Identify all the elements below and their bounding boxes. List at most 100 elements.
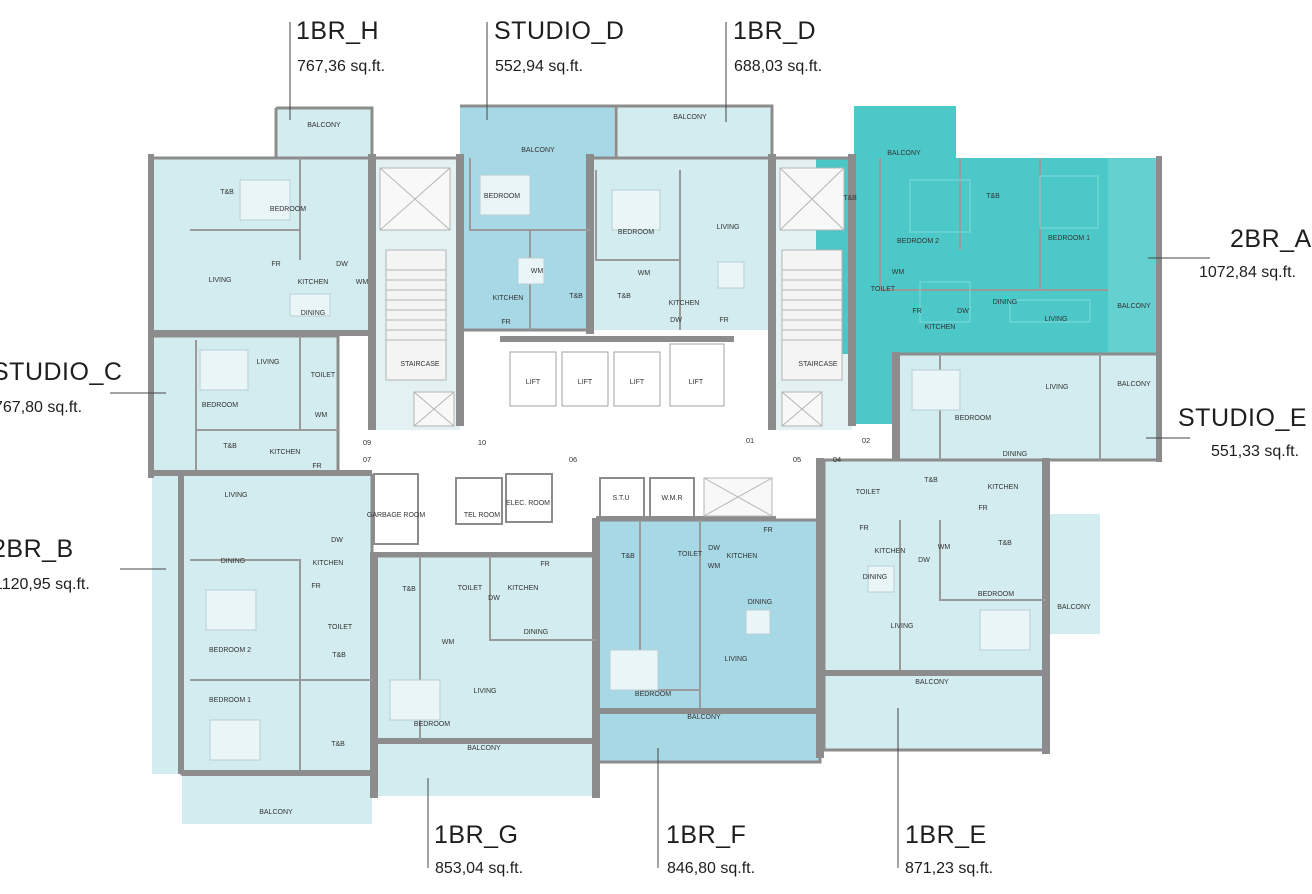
room-label: LIVING <box>474 688 497 695</box>
room-label: BEDROOM 2 <box>897 238 939 245</box>
room-label: BALCONY <box>687 714 721 721</box>
corridor-number: 10 <box>478 438 486 447</box>
unit-1br-f[interactable] <box>596 520 820 762</box>
lift-1 <box>509 351 557 407</box>
room-label: TOILET <box>458 585 483 592</box>
room-label: KITCHEN <box>298 279 329 286</box>
room-label: DINING <box>524 629 549 636</box>
room-labels: BALCONY BALCONY BALCONY BALCONY BALCONY … <box>202 114 1151 816</box>
room-label: DW <box>957 308 969 315</box>
lift-3 <box>613 351 661 407</box>
room-label: KITCHEN <box>727 553 758 560</box>
balcony-1br-g <box>374 742 596 796</box>
lift-group <box>509 343 725 407</box>
room-label: BEDROOM <box>955 415 991 422</box>
room-label: T&B <box>924 477 938 484</box>
room-label: BALCONY <box>1117 381 1151 388</box>
room-label: BEDROOM <box>414 721 450 728</box>
room-label: BALCONY <box>467 745 501 752</box>
corridor-numbers: 09 10 01 02 07 06 05 04 <box>363 436 870 464</box>
room-label: LIVING <box>717 224 740 231</box>
room-label: BEDROOM <box>202 402 238 409</box>
room-label: LIVING <box>1045 316 1068 323</box>
room-label: TOILET <box>311 372 336 379</box>
unit-area-1br-d: 688,03 sq.ft. <box>734 58 823 75</box>
room-label: GARBAGE ROOM <box>367 512 426 519</box>
unit-area-2br-a: 1072,84 sq.ft. <box>1199 264 1296 281</box>
room-label: LIFT <box>526 379 541 386</box>
room-label: DW <box>336 261 348 268</box>
unit-2br-b[interactable] <box>152 476 372 774</box>
room-label: BEDROOM <box>635 691 671 698</box>
room-label: BALCONY <box>307 122 341 129</box>
unit-label-1br-h: 1BR_H <box>296 17 380 45</box>
staircase-right <box>779 167 845 381</box>
unit-1br-e[interactable] <box>824 460 1046 750</box>
room-label: BALCONY <box>915 679 949 686</box>
room-label: DW <box>488 595 500 602</box>
room-label: T&B <box>843 195 857 202</box>
room-label: DINING <box>1003 451 1028 458</box>
unit-label-1br-e: 1BR_E <box>905 821 987 849</box>
room-label: BALCONY <box>521 147 555 154</box>
room-label: WM <box>356 279 369 286</box>
room-label: TOILET <box>678 551 703 558</box>
room-label: TOILET <box>871 286 896 293</box>
room-label: ELEC. ROOM <box>506 500 550 507</box>
unit-label-studio-d: STUDIO_D <box>494 17 625 45</box>
balcony-2br-b <box>182 774 372 824</box>
unit-2br-a[interactable] <box>816 106 1160 424</box>
lift-2 <box>561 351 609 407</box>
unit-label-1br-d: 1BR_D <box>733 17 817 45</box>
room-label: WM <box>315 412 328 419</box>
unit-area-1br-f: 846,80 sq.ft. <box>667 860 756 877</box>
balcony-1br-e <box>1046 514 1100 634</box>
unit-label-1br-g: 1BR_G <box>434 821 519 849</box>
room-label: BALCONY <box>673 114 707 121</box>
room-label: FR <box>719 317 728 324</box>
corridor-number: 05 <box>793 455 801 464</box>
room-label: T&B <box>332 652 346 659</box>
room-label: FR <box>978 505 987 512</box>
unit-label-2br-b: 2BR_B <box>0 535 74 563</box>
room-label: DINING <box>301 310 326 317</box>
unit-label-studio-e: STUDIO_E <box>1178 404 1308 432</box>
room-label: KITCHEN <box>313 560 344 567</box>
room-label: LIVING <box>891 623 914 630</box>
room-label: DINING <box>221 558 246 565</box>
room-label: WM <box>708 563 721 570</box>
room-label: WM <box>892 269 905 276</box>
room-label: BALCONY <box>1057 604 1091 611</box>
room-label: DW <box>708 545 720 552</box>
room-label: KITCHEN <box>875 548 906 555</box>
room-label: DINING <box>748 599 773 606</box>
room-label: DW <box>670 317 682 324</box>
staircase-left <box>379 167 451 381</box>
unit-area-studio-d: 552,94 sq.ft. <box>495 58 584 75</box>
room-label: TOILET <box>856 489 881 496</box>
room-label: LIVING <box>725 656 748 663</box>
room-label: KITCHEN <box>925 324 956 331</box>
room-label: KITCHEN <box>508 585 539 592</box>
room-label: T&B <box>402 586 416 593</box>
corridor-number: 01 <box>746 436 754 445</box>
room-label: BALCONY <box>887 150 921 157</box>
room-label: BEDROOM <box>978 591 1014 598</box>
room-label: BEDROOM 2 <box>209 647 251 654</box>
room-label: T&B <box>617 293 631 300</box>
corridor-number: 02 <box>862 436 870 445</box>
room-label: T&B <box>220 189 234 196</box>
room-label: WM <box>938 544 951 551</box>
room-label: TOILET <box>328 624 353 631</box>
room-label: T&B <box>621 553 635 560</box>
room-label: STAIRCASE <box>798 361 837 368</box>
unit-area-studio-e: 551,33 sq.ft. <box>1211 443 1300 460</box>
room-label: WM <box>638 270 651 277</box>
room-label: S.T.U <box>612 495 629 502</box>
furniture <box>199 174 1031 761</box>
room-label: FR <box>912 308 921 315</box>
room-label: FR <box>311 583 320 590</box>
room-label: T&B <box>998 540 1012 547</box>
balcony-1br-d <box>616 106 772 158</box>
